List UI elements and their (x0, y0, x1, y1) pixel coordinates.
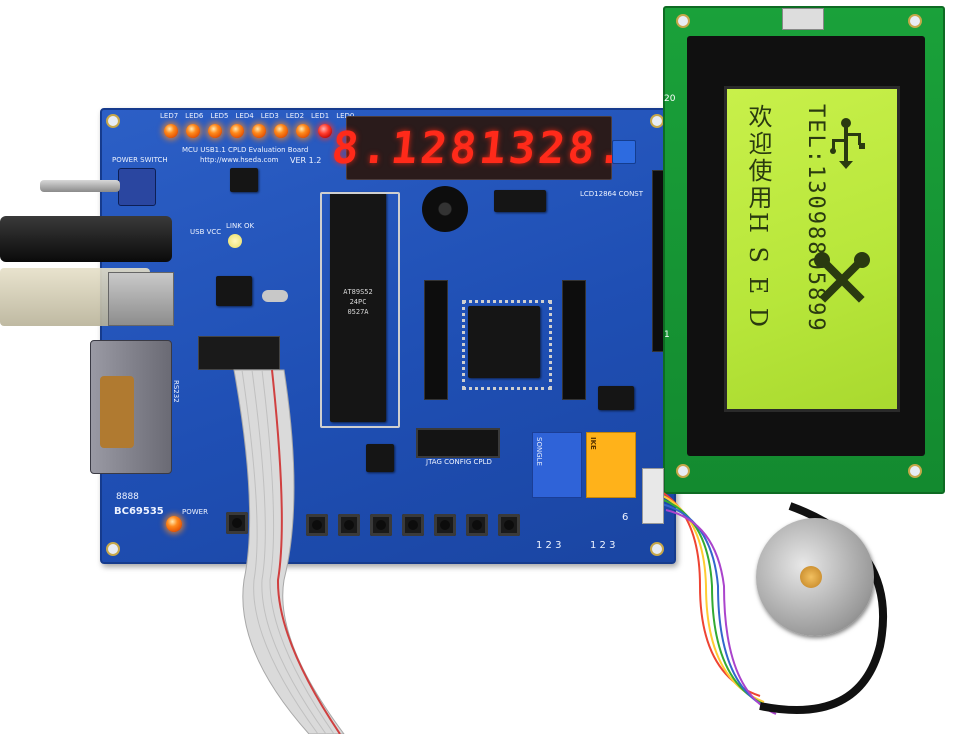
jtag-label: JTAG CONFIG CPLD (426, 458, 492, 466)
led-label: LED3 (260, 112, 279, 120)
relay-ike-brand: IKE (589, 437, 597, 450)
pin-header (562, 280, 586, 400)
relay-songle-brand: SONGLE (535, 437, 543, 466)
led-label: LED2 (285, 112, 305, 120)
motor-connector (642, 468, 664, 524)
idc-connector (198, 336, 280, 370)
led-label: LED7 (160, 112, 179, 120)
trim-potentiometer (612, 140, 636, 164)
jtag-header (416, 428, 500, 458)
board-title: MCU USB1.1 CPLD Evaluation Board (182, 146, 309, 154)
pin-1-label: 1 (664, 330, 670, 340)
mounting-hole (650, 114, 664, 128)
voltage-regulator (230, 168, 258, 192)
relay1-pins: 1 2 3 (536, 540, 562, 551)
motor-shaft (800, 566, 822, 588)
led-label: LED6 (185, 112, 204, 120)
buzzer (422, 186, 468, 232)
relay-ike: IKE (586, 432, 636, 498)
lcd-mount-hole (908, 464, 922, 478)
usb-controller-chip (216, 276, 252, 306)
relay-songle: SONGLE (532, 432, 582, 498)
led-label-row: LED7 LED6 LED5 LED4 LED3 LED2 LED1 LED0 (160, 112, 354, 122)
mounting-hole (106, 114, 120, 128)
lcd-mount-hole (676, 464, 690, 478)
seven-segment-value: 8.1281328. (328, 122, 630, 174)
led-label: LED1 (311, 112, 330, 120)
key-button[interactable] (338, 514, 360, 536)
led-label: LED5 (210, 112, 229, 120)
tools-icon (814, 252, 870, 303)
usb-port (108, 272, 174, 326)
lcd-text-line1: TEL:13098805899 (803, 104, 828, 333)
mcu-line3: 0527A (347, 308, 369, 316)
board-version: VER 1.2 (290, 156, 322, 165)
power-switch-label: POWER SWITCH (112, 156, 168, 164)
pin-20-label: 20 (664, 94, 676, 104)
mounting-hole (650, 542, 664, 556)
power-switch-lever[interactable] (40, 180, 120, 192)
led (208, 124, 222, 138)
pin-6-label: 6 (622, 512, 629, 523)
pin-header (424, 280, 448, 400)
small-7seg-footprint: 8888 (116, 492, 139, 502)
cpld-chip (468, 306, 540, 378)
seven-segment-display: 8.1281328. (329, 116, 629, 180)
board-url: http://www.hseda.com (200, 156, 279, 164)
led-label: LED0 (336, 112, 354, 122)
lcd-mount-hole (908, 14, 922, 28)
key-button[interactable] (370, 514, 392, 536)
lcd-mount-hole (676, 14, 690, 28)
key-button[interactable] (434, 514, 456, 536)
led (274, 124, 288, 138)
power-switch[interactable] (118, 168, 156, 206)
power-jack-cable (0, 216, 172, 262)
key-button[interactable] (498, 514, 520, 536)
key-button[interactable] (402, 514, 424, 536)
led (186, 124, 200, 138)
mcu-line1: AT89S52 (343, 288, 373, 296)
lcd-connector (782, 8, 824, 30)
led (318, 124, 332, 138)
led (296, 124, 310, 138)
lcd-text-line2: 欢迎使用H S E D (744, 104, 772, 331)
led (230, 124, 244, 138)
ribbon-cable (233, 369, 345, 734)
lcd-screen (724, 86, 900, 412)
smd-chip (598, 386, 634, 410)
rs232-label: RS232 (172, 380, 180, 403)
mcu-line2: 24PC (349, 298, 367, 306)
mounting-hole (106, 542, 120, 556)
key-button[interactable] (466, 514, 488, 536)
power-led (166, 516, 182, 532)
led-label: LED4 (235, 112, 254, 120)
power-label: POWER (182, 508, 208, 516)
led (252, 124, 266, 138)
eeprom-chip (366, 444, 394, 472)
usb-vcc-label: USB VCC (190, 228, 222, 236)
mcu-chip: AT89S52 24PC 0527A (330, 192, 386, 422)
rs232-port-face (100, 376, 134, 448)
relay2-pins: 1 2 3 (590, 540, 616, 551)
model-id: BC69535 (114, 506, 164, 517)
lcd-const-label: LCD12864 CONST (580, 190, 644, 198)
reset-button[interactable] (226, 512, 248, 534)
link-ok-label: LINK OK (226, 222, 255, 230)
led (164, 124, 178, 138)
usb-icon (830, 118, 865, 169)
link-ok-led (228, 234, 242, 248)
smd-chip (494, 190, 546, 212)
key-button[interactable] (306, 514, 328, 536)
crystal (262, 290, 288, 302)
